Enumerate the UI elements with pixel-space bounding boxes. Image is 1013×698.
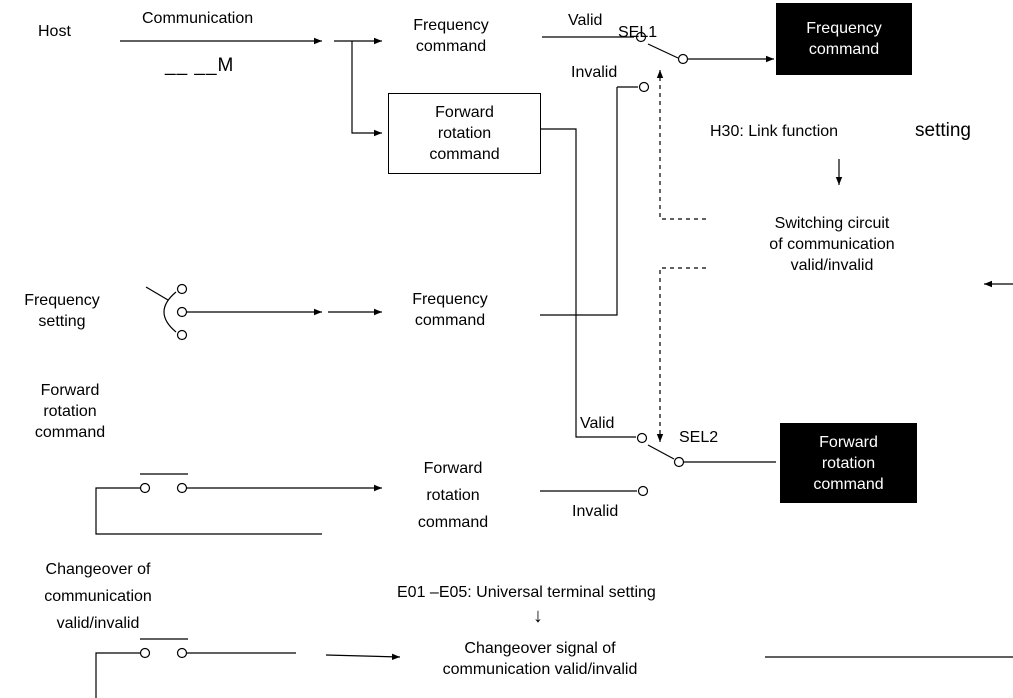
pot-middle-contact — [176, 306, 188, 318]
fwd-button-right-contact — [176, 482, 188, 494]
forward-rotation-title-label: Forward rotation command — [34, 382, 106, 441]
sel1-output-label: Frequency command — [806, 20, 882, 58]
changeover-button-right-contact — [176, 647, 188, 659]
comm-frequency-command-label: Frequency command — [413, 17, 489, 55]
sel1-invalid-contact — [638, 81, 650, 93]
host-label: Host — [38, 23, 71, 40]
sel1-label: SEL1 — [618, 24, 658, 41]
sel1-valid-label: Valid — [568, 12, 603, 29]
pot-wiper-line — [145, 286, 169, 301]
changeover-signal-label: Changeover signal of communication valid… — [442, 640, 638, 678]
sel2-valid-label: Valid — [580, 415, 615, 432]
sel2-output-label: Forward rotation command — [813, 433, 884, 493]
communication-label: Communication — [142, 10, 254, 27]
pot-wiper-arc — [163, 291, 177, 333]
sel2-label: SEL2 — [679, 429, 719, 446]
link-function-setting-label: H30: Link function — [710, 123, 839, 140]
switching-circuit-label: Switching circuit of communication valid… — [769, 215, 895, 274]
link-function-setting-suffix: setting — [915, 120, 971, 141]
terminal-frequency-to-sel1-line — [540, 87, 618, 316]
blank-marker: __ __M — [165, 55, 235, 76]
sel1-switch-blade — [647, 43, 679, 59]
sel2-valid-contact — [636, 432, 648, 444]
changeover-title-label: Changeover of communication valid/invali… — [44, 561, 152, 632]
terminal-frequency-command-label: Frequency command — [412, 291, 488, 329]
sel2-invalid-contact — [637, 485, 649, 497]
sel2-control-dotted-line — [656, 267, 706, 442]
universal-terminal-setting-label: E01 –E05: Universal terminal setting — [397, 584, 656, 601]
sel1-valid-contact — [635, 31, 647, 43]
terminal-forward-rotation-command-label: Forward rotation command — [417, 460, 489, 531]
sel1-output-frequency-command-box: Frequency command — [776, 3, 912, 75]
frequency-setting-label: Frequency setting — [24, 292, 100, 330]
sel2-invalid-label: Invalid — [572, 503, 619, 520]
sel1-control-dotted-line — [656, 70, 706, 220]
forward-rotation-command-box: Forward rotation command — [388, 93, 541, 174]
changeover-button-left-wire — [95, 652, 140, 698]
pot-bottom-contact — [176, 329, 188, 341]
forward-rotation-to-sel2-line — [541, 128, 636, 438]
sel2-switch-blade — [647, 444, 675, 460]
changeover-button-left-contact — [139, 647, 151, 659]
fwd-button-left-contact — [139, 482, 151, 494]
sel2-common-contact — [673, 456, 685, 468]
changeover-arrow — [325, 653, 401, 660]
sel2-output-forward-rotation-box: Forward rotation command — [780, 423, 917, 503]
universal-terminal-arrow: ↓ — [533, 605, 543, 627]
fwd-button-left-wire — [95, 487, 322, 535]
sel1-common-contact — [677, 53, 689, 65]
pot-top-contact — [176, 283, 188, 295]
branch-to-forward-rotation-line — [351, 41, 382, 137]
forward-rotation-command-box-label: Forward rotation command — [429, 104, 500, 163]
sel1-invalid-label: Invalid — [571, 64, 618, 81]
